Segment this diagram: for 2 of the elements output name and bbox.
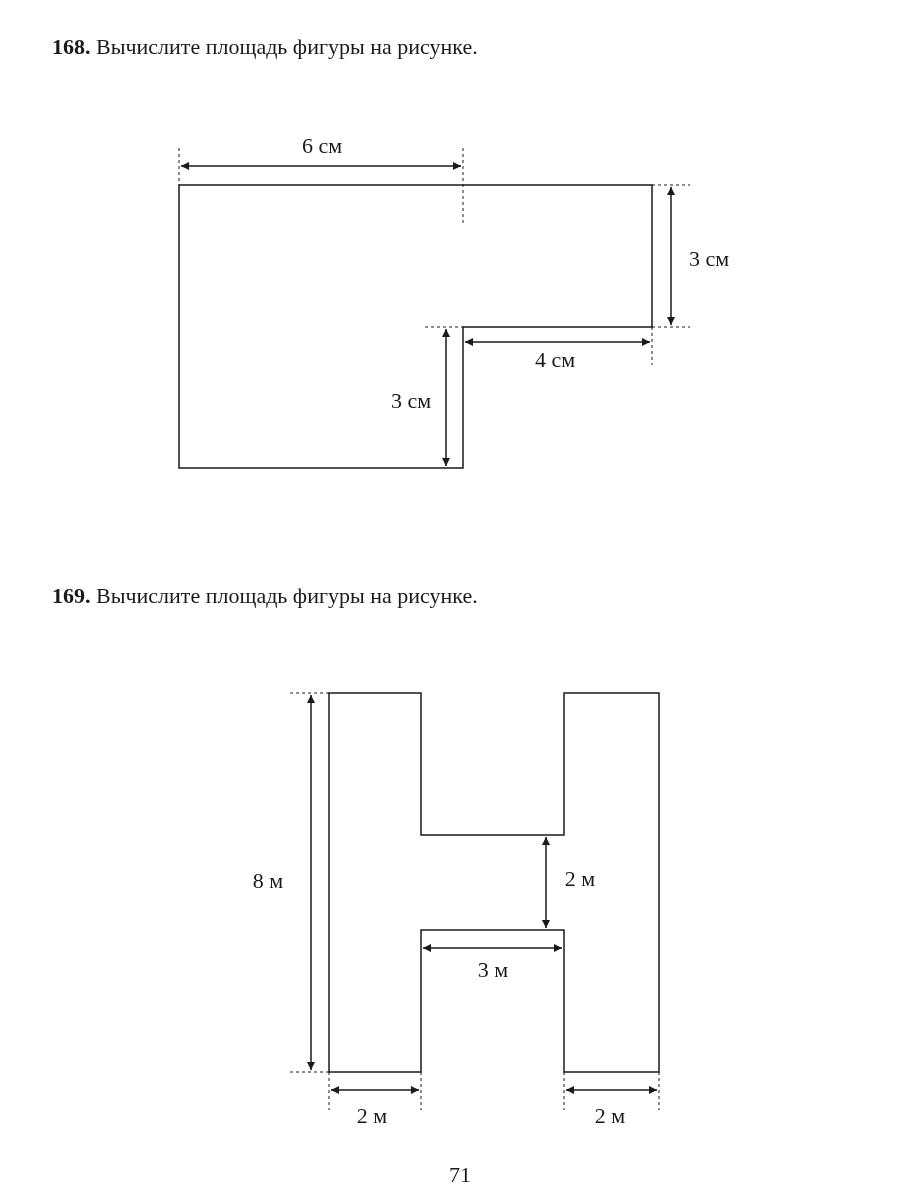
problem-text: 168. Вычислите площадь фигуры на рисунке. bbox=[50, 36, 480, 58]
problem-text: 169. Вычислите площадь фигуры на рисунке. bbox=[50, 585, 480, 607]
